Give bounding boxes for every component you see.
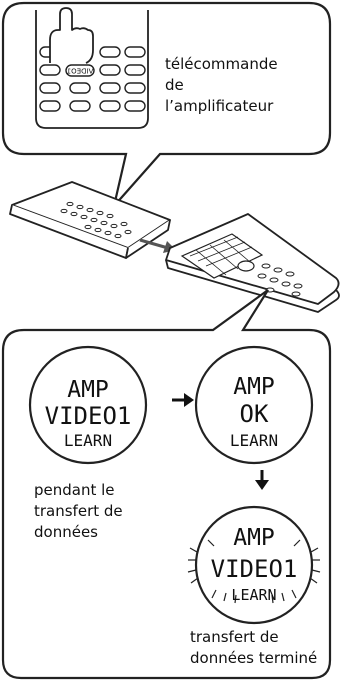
video1-key-label: VIDEO1 [67,68,94,76]
lcd-line-video1: VIDEO1 [211,555,298,583]
caption-during-line-2: transfert de [34,502,123,520]
amplifier-remote [9,181,171,259]
remote-caption-line-2: de [165,76,184,94]
lcd-display-ok: AMP OK LEARN [194,345,314,465]
lcd-line-video1: VIDEO1 [45,402,132,430]
arrow-down-icon [255,470,269,490]
lcd-line-learn: LEARN [230,431,278,450]
caption-during-line-3: données [34,523,98,541]
lcd-line-amp: AMP [233,525,275,551]
lcd-line-learn: LEARN [231,586,276,604]
lcd-display-completed: AMP VIDEO1 LEARN [187,505,321,625]
arrow-right-icon [172,393,194,407]
finger-icon [49,7,94,64]
lcd-line-ok: OK [240,400,269,428]
lcd-line-amp: AMP [233,374,275,400]
video1-key [65,64,95,77]
remote-caption-line-1: télécommande [165,55,278,73]
lcd-display-during-transfer: AMP VIDEO1 LEARN [28,345,148,465]
lcd-line-amp: AMP [67,377,109,403]
lcd-line-learn: LEARN [64,431,112,450]
caption-done-line-1: transfert de [190,628,279,646]
caption-done-line-2: données terminé [190,649,318,667]
remote-caption-line-3: l’amplificateur [165,97,274,115]
amplifier-remote-closeup: VIDEO1 [35,7,149,129]
flashing-rays [187,539,321,604]
caption-during-line-1: pendant le [34,481,115,499]
learning-remote [165,213,340,313]
